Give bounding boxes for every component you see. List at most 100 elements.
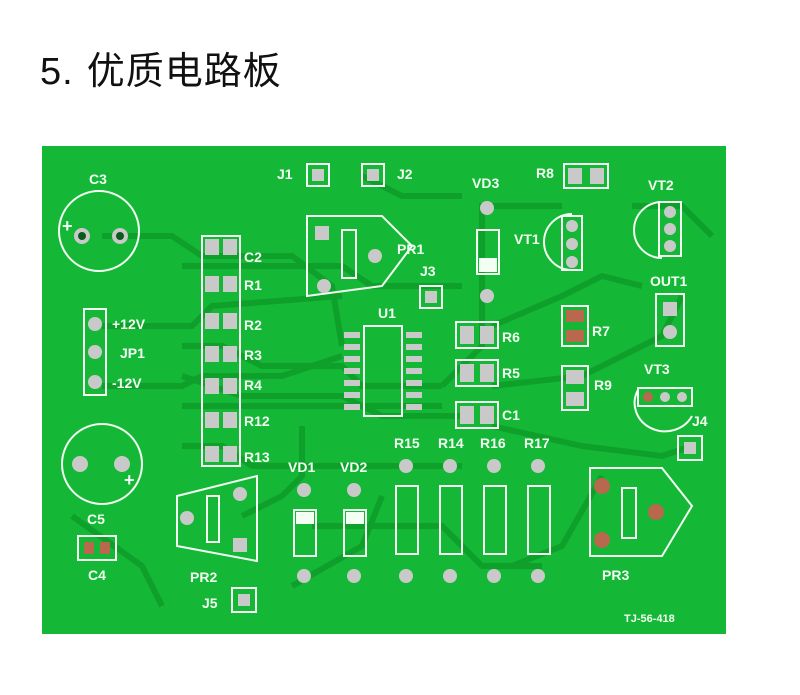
u1-outline	[363, 325, 403, 417]
u1-pin-2	[344, 344, 360, 350]
r14-body	[439, 485, 463, 555]
r16-pad-1	[487, 459, 501, 473]
u1-pin-10	[406, 380, 422, 386]
vd2-pad-1	[347, 483, 361, 497]
r17-body	[527, 485, 551, 555]
c5-pad-1	[72, 456, 88, 472]
r7-pad-2	[566, 330, 584, 342]
plus12v-label: +12V	[112, 316, 146, 332]
r16-pad-2	[487, 569, 501, 583]
c4-pad-2	[100, 542, 110, 554]
r6-label: R6	[502, 329, 520, 345]
vd2-body	[343, 509, 367, 557]
r17-pad-2	[531, 569, 545, 583]
jp1-outline	[83, 308, 107, 396]
minus12v-label: -12V	[112, 375, 142, 391]
c1-outline	[455, 401, 499, 429]
r1-label: R1	[244, 277, 262, 293]
u1-pins	[344, 332, 422, 410]
pr2-body	[206, 495, 220, 543]
c3-hole-1	[78, 232, 86, 240]
jp1-pad-1	[88, 317, 102, 331]
r13-pad-1	[205, 446, 219, 462]
r9-pad-2	[566, 392, 584, 406]
vt1-label: VT1	[514, 231, 540, 247]
u1-pin-8	[406, 404, 422, 410]
vt2-pad-1	[664, 206, 676, 218]
pr3-label: PR3	[602, 567, 629, 583]
c2-label: C2	[244, 249, 262, 265]
c5-plus: +	[124, 470, 135, 490]
r3-label: R3	[244, 347, 262, 363]
vt3-label: VT3	[644, 361, 670, 377]
jp1-pad-2	[88, 345, 102, 359]
r9-outline	[561, 365, 589, 411]
pr1-label: PR1	[397, 241, 424, 257]
u1-pin-14	[406, 332, 422, 338]
pcb-drawing: C3 + +12V JP1 -12V + C5 C4 C2 R1 R2 R3 R…	[42, 146, 726, 634]
c1-pad-1	[460, 406, 474, 424]
resistor-column-outline	[201, 235, 241, 467]
j4-outline	[677, 435, 703, 461]
board-substrate	[42, 146, 726, 634]
r8-outline	[563, 163, 609, 189]
r6-pad-1	[460, 326, 474, 344]
r4-pad-2	[223, 378, 237, 394]
r16-label: R16	[480, 435, 506, 451]
vt2-pad-3	[664, 240, 676, 252]
r13-label: R13	[244, 449, 270, 465]
j5-label: J5	[202, 595, 218, 611]
r6-outline	[455, 321, 499, 349]
c1-pad-2	[480, 406, 494, 424]
vd3-band	[479, 258, 497, 272]
r12-label: R12	[244, 413, 270, 429]
j5-pad	[238, 594, 250, 606]
r4-label: R4	[244, 377, 262, 393]
vt2-pad-2	[664, 223, 676, 235]
u1-pin-1	[344, 332, 360, 338]
c5-outline	[61, 423, 143, 505]
c2-pad-2	[223, 239, 237, 255]
pr3-pad-2	[648, 504, 664, 520]
r5-outline	[455, 359, 499, 387]
c4-label: C4	[88, 567, 106, 583]
r5-pad-1	[460, 364, 474, 382]
vt1-pad-1	[566, 220, 578, 232]
pr1-pad-1	[315, 226, 329, 240]
c3-plus: +	[62, 216, 73, 236]
r5-pad-2	[480, 364, 494, 382]
r2-pad-1	[205, 313, 219, 329]
r12-pad-2	[223, 412, 237, 428]
j4-label: J4	[692, 413, 708, 429]
r7-outline	[561, 305, 589, 347]
vd1-body	[293, 509, 317, 557]
pr2-pad-1	[180, 511, 194, 525]
r9-pad-1	[566, 370, 584, 384]
vd1-pad-1	[297, 483, 311, 497]
j4-pad	[684, 442, 696, 454]
r9-label: R9	[594, 377, 612, 393]
vt3-pad-1	[643, 392, 653, 402]
r15-label: R15	[394, 435, 420, 451]
pr1-pad-2	[368, 249, 382, 263]
pr1-pad-3	[317, 279, 331, 293]
out1-label: OUT1	[650, 273, 688, 289]
pr1-outline	[306, 215, 414, 298]
c5-pad-2	[114, 456, 130, 472]
out1-pad-1	[663, 302, 677, 316]
vt2-body	[658, 201, 682, 257]
vt1-pad-2	[566, 238, 578, 250]
pr3-pad-3	[594, 532, 610, 548]
vd1-band	[296, 512, 314, 524]
vt1-pad-3	[566, 256, 578, 268]
j3-pad	[425, 291, 437, 303]
vd1-label: VD1	[288, 459, 315, 475]
j3-outline	[419, 285, 443, 309]
vt3-body	[637, 387, 693, 407]
page-heading: 5. 优质电路板	[40, 40, 282, 95]
c4-pad-1	[84, 542, 94, 554]
r15-pad-1	[399, 459, 413, 473]
vertical-resistors	[395, 459, 551, 583]
c3-hole-2	[116, 232, 124, 240]
c3-outline	[58, 190, 140, 272]
